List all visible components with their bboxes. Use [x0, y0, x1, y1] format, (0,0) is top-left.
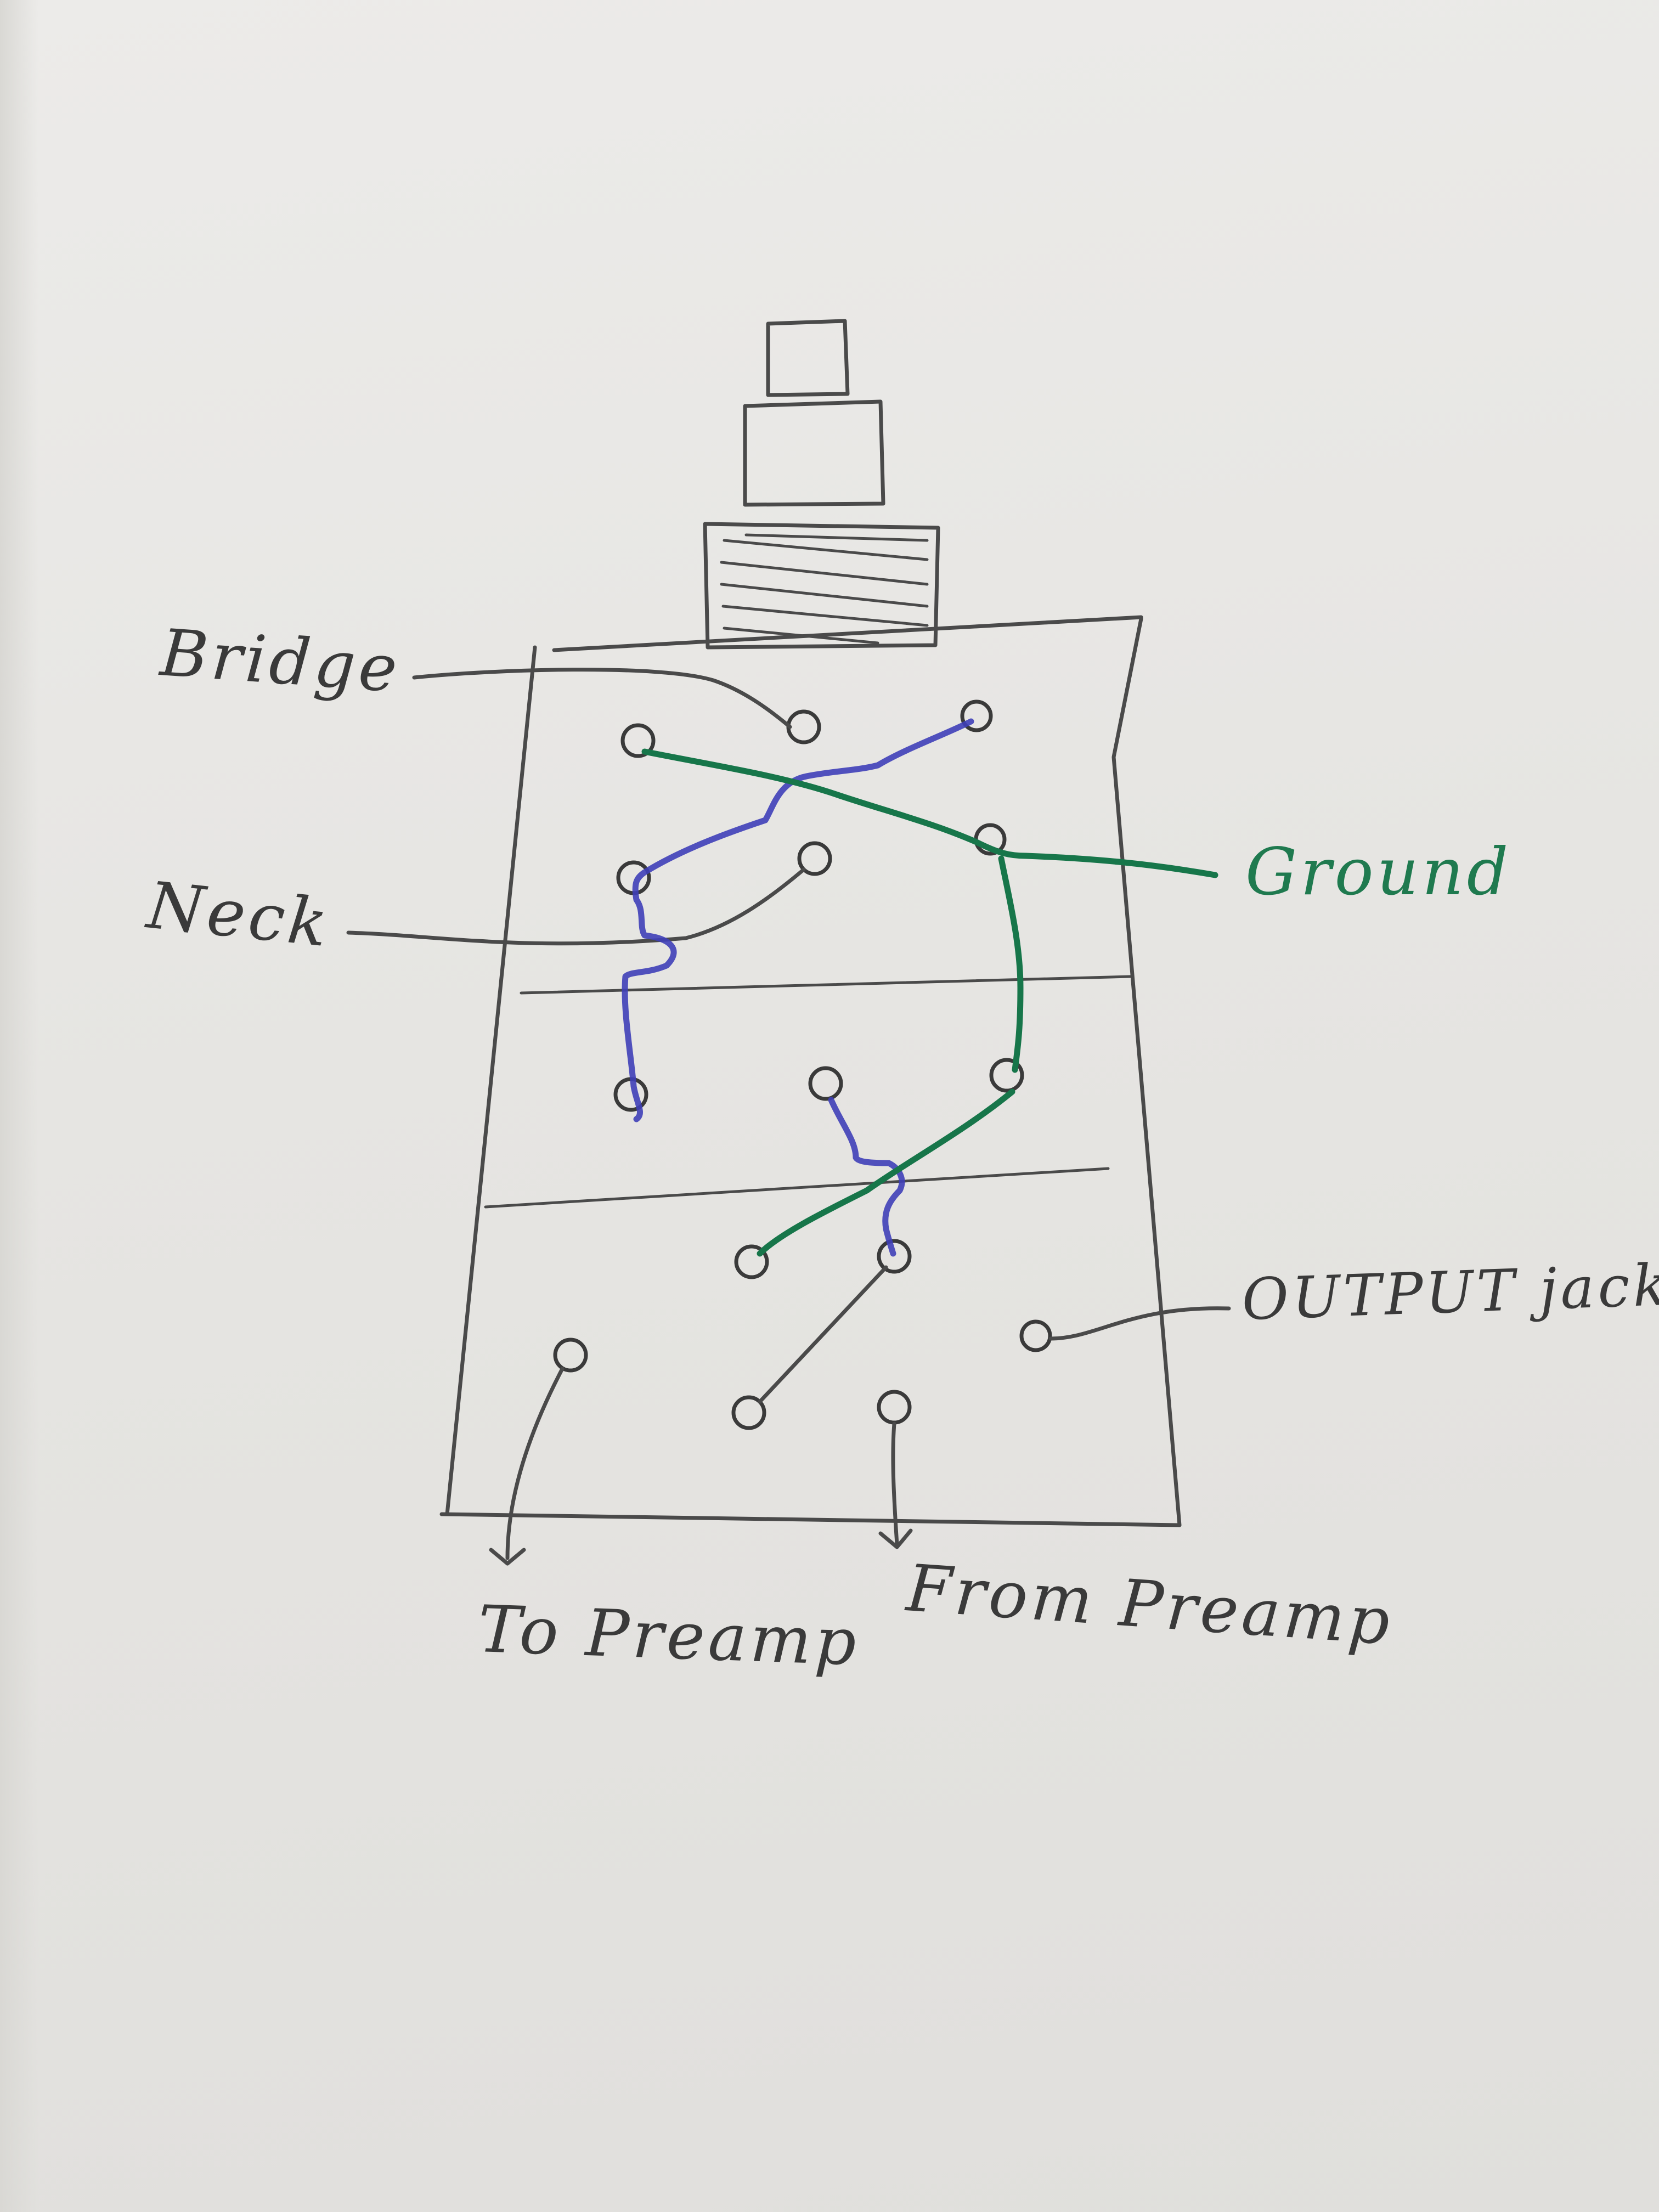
threaded-bushing-hatching: [720, 533, 929, 645]
blue-wire-upper: [622, 718, 974, 1122]
to-preamp-label: To Preamp: [477, 1591, 861, 1680]
lug-output-jack: [1019, 1319, 1052, 1352]
green-wire-lower: [757, 1088, 1015, 1257]
from-preamp-arrowhead: [878, 1528, 913, 1549]
lug-fourth-right: [877, 1239, 912, 1274]
lug-second-middle: [797, 841, 832, 876]
lug-third-right: [989, 1058, 1024, 1093]
to-preamp-arrowhead: [489, 1548, 526, 1566]
ground-label: Ground: [1245, 834, 1511, 910]
lug-bottom-right: [877, 1390, 912, 1425]
neck-lead-wire: [346, 867, 806, 946]
green-wire-drop: [998, 855, 1024, 1073]
from-preamp-arrow: [891, 1421, 899, 1547]
lug-top-right: [960, 699, 993, 732]
paper-edge-shadow: [0, 0, 38, 2212]
neck-label: Neck: [142, 867, 334, 962]
to-preamp-arrow: [505, 1367, 565, 1560]
lug-top-middle: [786, 709, 821, 744]
switch-actuator: [703, 319, 940, 650]
green-wire-ground-bus: [641, 748, 1218, 878]
pencil-wires: [346, 668, 1231, 1566]
lug-third-middle: [808, 1066, 843, 1101]
output-jack-label: OUTPUT jack: [1241, 1251, 1659, 1333]
lug-bottom-middle: [731, 1395, 766, 1430]
bottom-cross-wire: [758, 1265, 888, 1404]
output-jack-lead-wire: [1048, 1306, 1231, 1341]
lug-top-left: [620, 723, 656, 758]
bridge-label: Bridge: [157, 614, 403, 707]
from-preamp-label: From Preamp: [903, 1550, 1396, 1660]
switch-body: [439, 615, 1182, 1527]
bridge-lead-wire: [412, 668, 792, 729]
lug-fourth-left: [734, 1244, 769, 1279]
lug-bottom-left: [553, 1338, 588, 1373]
green-wires: [641, 748, 1218, 1257]
